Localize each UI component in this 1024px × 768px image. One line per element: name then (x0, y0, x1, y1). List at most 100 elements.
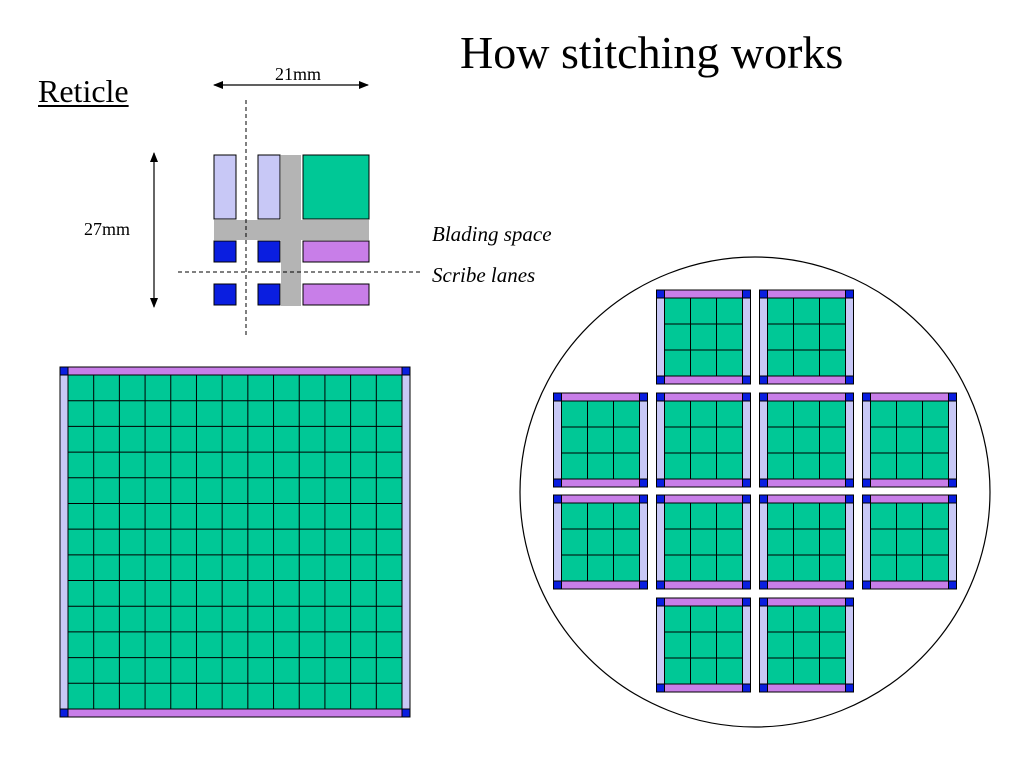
corner-block (845, 683, 854, 693)
corner-block (742, 478, 751, 488)
side-periphery-left (656, 502, 665, 582)
side-periphery-left (759, 502, 768, 582)
corner-block (656, 494, 665, 504)
pixel-array (67, 374, 403, 710)
side-periphery-right (845, 502, 854, 582)
corner-block (742, 494, 751, 504)
reticle-side-block-left (213, 154, 237, 220)
corner-block (742, 375, 751, 385)
pixel-array (870, 400, 949, 480)
end-cap-bottom (561, 580, 640, 590)
corner-block (401, 366, 411, 376)
reticle-end-cap-block (302, 283, 370, 306)
corner-block (948, 580, 957, 590)
side-periphery-right (742, 605, 751, 685)
wafer-die (759, 597, 854, 693)
scribe-lanes-label: Scribe lanes (432, 263, 535, 287)
stitched-sensor (59, 366, 411, 718)
wafer-die (759, 392, 854, 488)
pixel-array (561, 502, 640, 582)
side-periphery-right (639, 400, 648, 480)
pixel-array (561, 400, 640, 480)
end-cap-bottom (664, 478, 743, 488)
pixel-array (664, 400, 743, 480)
end-cap-top (870, 494, 949, 504)
corner-block (948, 392, 957, 402)
corner-block (553, 494, 562, 504)
end-cap-bottom (664, 375, 743, 385)
side-periphery-right (401, 374, 411, 710)
side-periphery-left (59, 374, 69, 710)
side-periphery-right (742, 502, 751, 582)
corner-block (845, 289, 854, 299)
die-outline (553, 392, 648, 488)
wafer-die (862, 392, 957, 488)
side-periphery-right (845, 605, 854, 685)
corner-block (845, 494, 854, 504)
corner-block (553, 478, 562, 488)
end-cap-top (664, 597, 743, 607)
corner-block (759, 683, 768, 693)
wafer-dies (553, 289, 957, 693)
reticle-width-label: 21mm (275, 64, 321, 84)
corner-block (656, 375, 665, 385)
corner-block (656, 580, 665, 590)
reticle-heading: Reticle (38, 73, 129, 109)
corner-block (59, 366, 69, 376)
corner-block (639, 478, 648, 488)
wafer-die (656, 494, 751, 590)
end-cap-top (767, 494, 846, 504)
end-cap-bottom (870, 478, 949, 488)
die-outline (656, 392, 751, 488)
die-outline (759, 597, 854, 693)
end-cap-top (767, 289, 846, 299)
reticle-corner-block (213, 240, 237, 263)
end-cap-top (561, 494, 640, 504)
side-periphery-right (948, 502, 957, 582)
corner-block (742, 392, 751, 402)
side-periphery-right (845, 400, 854, 480)
end-cap-bottom (664, 683, 743, 693)
wafer-die (759, 494, 854, 590)
die-outline (862, 494, 957, 590)
corner-block (862, 392, 871, 402)
slide-title: How stitching works (460, 27, 844, 78)
end-cap-top (767, 597, 846, 607)
end-cap-bottom (664, 580, 743, 590)
blading-space-label: Blading space (432, 222, 552, 246)
reticle-end-cap-block (302, 240, 370, 263)
wafer-die (553, 494, 648, 590)
side-periphery-left (759, 400, 768, 480)
wafer-die (656, 392, 751, 488)
end-cap-bottom (67, 708, 403, 718)
side-periphery-right (639, 502, 648, 582)
reticle-height-label: 27mm (84, 219, 130, 239)
corner-block (59, 708, 69, 718)
end-cap-bottom (870, 580, 949, 590)
corner-block (742, 597, 751, 607)
pixel-array (664, 502, 743, 582)
die-outline (759, 289, 854, 385)
side-periphery-right (948, 400, 957, 480)
die-outline (656, 494, 751, 590)
corner-block (401, 708, 411, 718)
reticle-side-block-middle (257, 154, 281, 220)
corner-block (742, 289, 751, 299)
corner-block (656, 683, 665, 693)
pixel-array (664, 297, 743, 377)
corner-block (862, 494, 871, 504)
pixel-array (664, 605, 743, 685)
end-cap-top (67, 366, 403, 376)
side-periphery-left (656, 605, 665, 685)
wafer-die (862, 494, 957, 590)
side-periphery-left (759, 297, 768, 377)
die-outline (59, 366, 411, 718)
side-periphery-left (656, 297, 665, 377)
side-periphery-right (742, 297, 751, 377)
end-cap-bottom (767, 478, 846, 488)
side-periphery-left (553, 400, 562, 480)
pixel-array (767, 297, 846, 377)
side-periphery-left (656, 400, 665, 480)
end-cap-bottom (561, 478, 640, 488)
wafer-outline (519, 256, 991, 728)
